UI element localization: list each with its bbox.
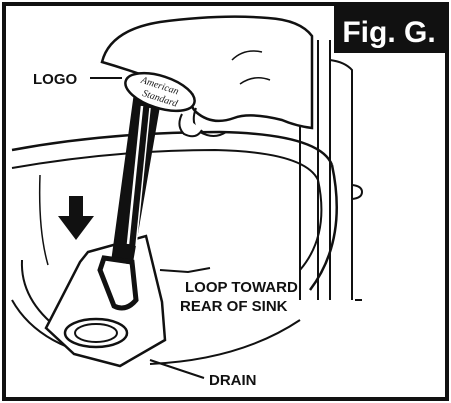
drain-tool: American Standard	[97, 71, 196, 311]
sink-basin	[11, 130, 338, 365]
loop-label-line2: REAR OF SINK	[180, 298, 288, 315]
figure-title: Fig. G.	[342, 16, 435, 49]
drain-label: DRAIN	[209, 372, 257, 389]
figure-title-box	[334, 6, 445, 53]
logo-label: LOGO	[33, 71, 77, 88]
down-arrow-icon	[58, 196, 94, 240]
drain-template	[44, 234, 167, 368]
callout-lines	[90, 77, 362, 379]
pull-loop	[97, 255, 139, 311]
logo-badge	[124, 71, 196, 113]
loop-label-line1: LOOP TOWARD	[185, 279, 298, 296]
